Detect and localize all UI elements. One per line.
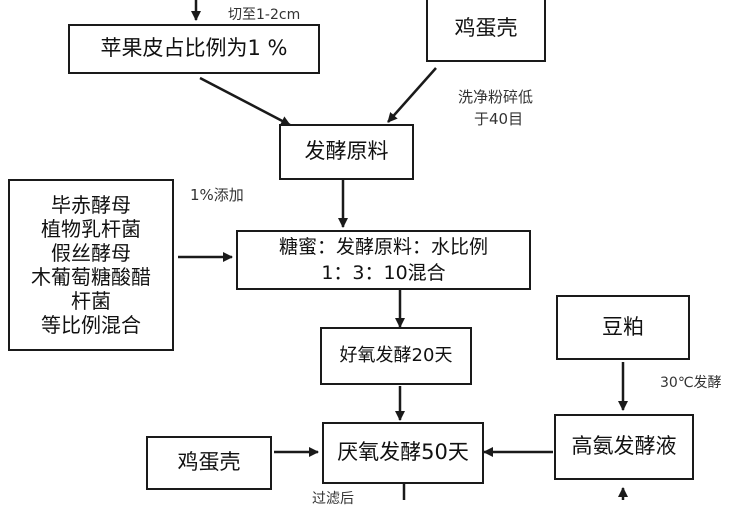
filter-note: 过滤后 xyxy=(312,491,354,507)
strain-item: 木葡萄糖酸醋 xyxy=(31,265,151,289)
arrow-apple-to-material xyxy=(199,76,291,127)
strain-item: 假丝酵母 xyxy=(51,241,131,265)
soybean-meal-box: 豆粕 xyxy=(556,295,690,360)
add-percent-note: 1%添加 xyxy=(190,186,244,204)
aerobic-fermentation-box: 好氧发酵20天 xyxy=(320,327,472,385)
anaerobic-fermentation-box: 厌氧发酵50天 xyxy=(322,422,484,484)
top-cut-note: 切至1-2cm xyxy=(228,7,301,23)
strain-item: 植物乳杆菌 xyxy=(41,217,141,241)
arrow-eggshell-to-material xyxy=(387,67,437,123)
mix-ratio-line2: 1：3：10混合 xyxy=(321,262,446,284)
temperature-note: 30℃发酵 xyxy=(660,375,722,391)
mix-ratio-line1: 糖蜜：发酵原料：水比例 xyxy=(278,236,488,258)
wash-note-line2: 于40目 xyxy=(474,110,524,128)
strain-item: 杆菌 xyxy=(71,289,111,313)
strain-item: 毕赤酵母 xyxy=(51,193,131,217)
high-nitrogen-liquid-box: 高氨发酵液 xyxy=(554,414,694,480)
wash-note-line1: 洗净粉碎低 xyxy=(458,88,534,106)
mix-ratio-box: 糖蜜：发酵原料：水比例 1：3：10混合 xyxy=(236,230,531,290)
strain-item: 等比例混合 xyxy=(41,313,141,337)
apple-peel-box: 苹果皮占比例为1 % xyxy=(68,24,320,74)
strains-box: 毕赤酵母 植物乳杆菌 假丝酵母 木葡萄糖酸醋 杆菌 等比例混合 xyxy=(8,179,174,351)
fermentation-material-box: 发酵原料 xyxy=(279,124,414,180)
egg-shell-bottom-box: 鸡蛋壳 xyxy=(146,436,272,490)
egg-shell-top-box: 鸡蛋壳 xyxy=(426,0,546,62)
